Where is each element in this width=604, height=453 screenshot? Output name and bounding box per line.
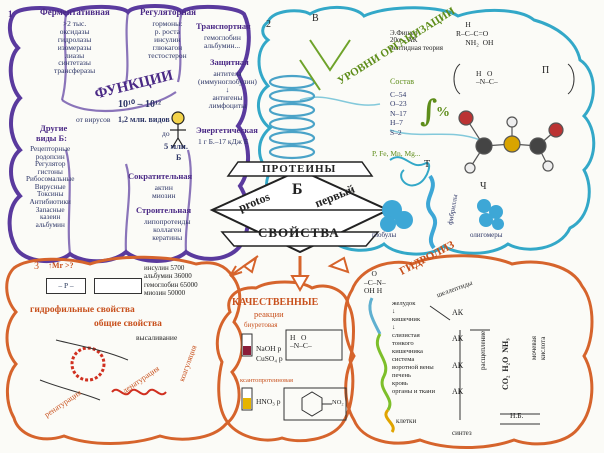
center-title: ПРОТЕИНЫ — [262, 163, 337, 175]
quality-title: КАЧЕСТВЕННЫЕ — [232, 297, 319, 308]
brace-icon: ∫ — [420, 94, 438, 129]
products-list: CO₂ H₂O NH₃ — [501, 338, 510, 390]
p-box: – P – — [46, 278, 86, 294]
cells-label: клетки — [396, 417, 417, 425]
spiral-coil — [111, 388, 167, 396]
quality-subtitle: реакции — [254, 309, 284, 319]
level-t-label: Т — [424, 159, 431, 170]
protective-title: Защитная — [210, 57, 249, 67]
center-properties: СВОЙСТВА — [258, 225, 340, 240]
xanth-reagent: HNO₃ р — [256, 397, 281, 406]
globule-shapes — [380, 200, 413, 232]
hydrolysis-formula: O –C–N– OH H — [364, 269, 386, 296]
biuret-label: биуретовая — [244, 321, 278, 329]
mr-label: ↑Mr >? — [48, 261, 74, 270]
center-letter: Б — [292, 181, 303, 198]
beta-sheet — [299, 39, 351, 91]
digestive-system — [368, 297, 395, 433]
contractile-title: Сократительная — [128, 171, 193, 181]
amino-formula: H R–C–C=O NH₂ OH — [456, 20, 494, 47]
fermentative-title: Ферментативная — [40, 7, 110, 17]
properties-number: 3 — [34, 261, 39, 272]
oligomer-shapes — [477, 199, 504, 230]
molecule-model — [458, 110, 564, 174]
levels-outline — [257, 6, 596, 256]
crossed-box — [94, 278, 142, 294]
level-b-label: В — [312, 13, 319, 24]
synthesis-label: синтез — [452, 429, 472, 437]
regulatory-title: Регуляторная — [140, 7, 197, 17]
hydrolysis-outline — [343, 254, 594, 449]
transport-title: Транспортная — [196, 21, 251, 31]
oligomers-label: олигомеры — [470, 231, 503, 239]
protein-tangle — [70, 346, 106, 382]
energy-title: Энергетическая — [196, 125, 258, 135]
count-power: 10¹⁰ – 10¹² — [118, 99, 162, 110]
xanth-label: ксантопротеиновая — [240, 377, 294, 384]
level-p-label: П — [542, 65, 550, 76]
globules-label: глобулы — [372, 231, 397, 239]
other-title2: виды Б: — [36, 133, 67, 143]
fibril-shapes — [426, 174, 438, 250]
levels-number: 2 — [266, 19, 271, 30]
benzene-ring — [301, 391, 323, 417]
tertiary-squiggle — [389, 156, 431, 187]
peptide-formula-box: H O–N–C– — [290, 333, 312, 350]
count-viruses: от вирусов — [76, 115, 111, 124]
no2-group: NO₂ — [332, 399, 344, 406]
man-figure — [170, 111, 186, 149]
quality-outline — [215, 280, 355, 443]
peptide-bond: H O –N–C– — [476, 69, 498, 86]
functions-outline — [7, 4, 251, 264]
structural-title: Строительная — [136, 205, 192, 215]
level-ch-label: Ч — [480, 181, 487, 192]
helix-drawing — [268, 74, 316, 160]
properties-outline — [5, 255, 244, 445]
count-types: 1,2 млн. видов — [118, 115, 170, 124]
test-tube-biuret — [241, 333, 253, 357]
other-title: Другие — [40, 123, 68, 133]
split-label: расщепление — [479, 330, 487, 370]
percent-sign: % — [436, 105, 450, 120]
composition-title: Состав — [390, 77, 415, 86]
man-value: 5 млн. — [164, 141, 188, 151]
center-diamond — [209, 168, 391, 254]
energy-value: 1 г Б.–17 кДж Е — [198, 137, 249, 146]
hydrophilic-label: гидрофильные свойства — [30, 305, 135, 315]
nb-label: Н.Б. — [510, 411, 524, 420]
salting-label: высаливание — [136, 333, 178, 342]
general-label: общие свойства — [94, 319, 162, 329]
man-to: до — [162, 129, 170, 138]
functions-number: 1 — [8, 9, 13, 19]
trace-elements: P, Fe, Mn, Mg... — [372, 149, 421, 158]
man-b: Б — [176, 153, 182, 162]
